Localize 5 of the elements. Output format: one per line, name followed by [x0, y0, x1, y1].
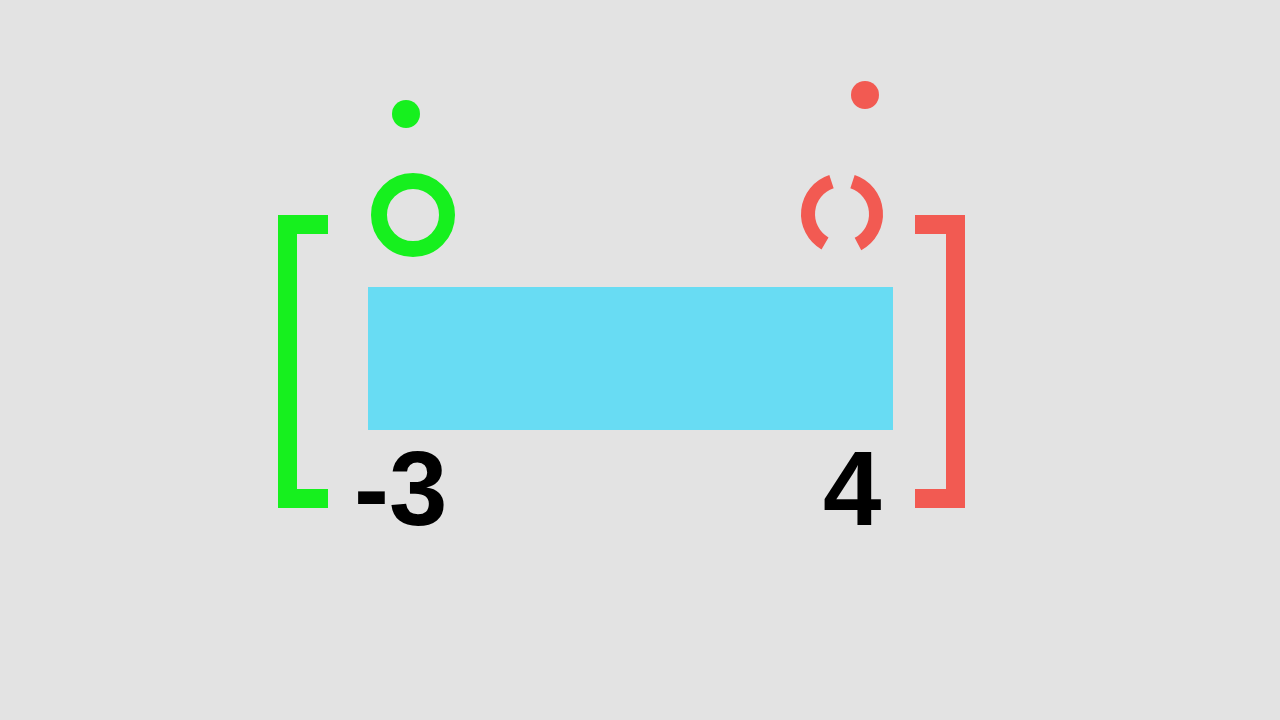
right-bracket	[915, 215, 965, 508]
interval-bar	[368, 287, 893, 430]
number-label: 4	[823, 436, 882, 541]
number-label: -3	[354, 436, 448, 541]
left-bracket	[278, 215, 328, 508]
